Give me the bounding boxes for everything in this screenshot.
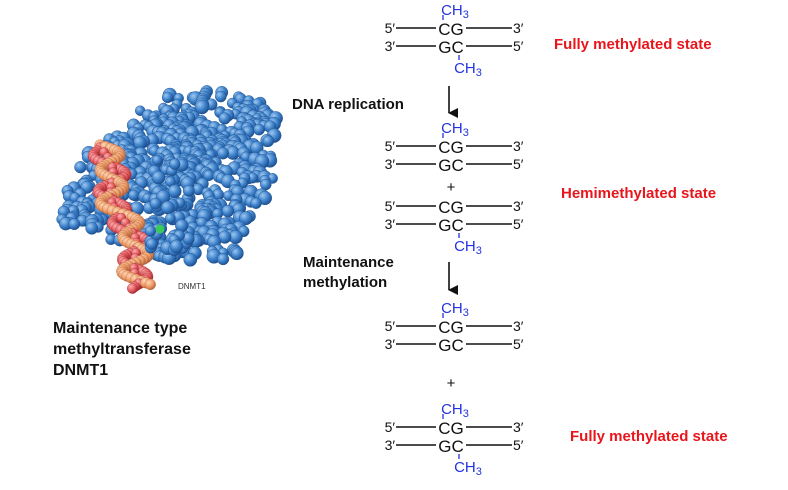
end-label-5prime-top: 5′ (385, 419, 396, 435)
cg-pair-label: CG (438, 419, 464, 438)
methyl-group-top: CH3 (441, 401, 469, 420)
methyl-group-bottom: CH3 (454, 238, 482, 257)
end-label-5prime-top: 5′ (385, 318, 396, 334)
step-label-maintenance-line1: Maintenance (303, 254, 394, 271)
end-label-3prime-bottom: 3′ (385, 336, 396, 352)
end-label-5prime-bottom: 5′ (513, 437, 524, 453)
structure-name-label: DNMT1 (178, 282, 206, 291)
methyl-group-bottom: CH3 (454, 459, 482, 478)
zinc-ion (155, 224, 165, 234)
cg-pair-label: CG (438, 198, 464, 217)
end-label-5prime-top: 5′ (385, 198, 396, 214)
cg-pair-label: CG (438, 318, 464, 337)
enzyme-caption-line1: Maintenance type (53, 320, 188, 337)
enzyme-caption-line3: DNMT1 (53, 362, 109, 379)
end-label-5prime-bottom: 5′ (513, 38, 524, 54)
end-label-5prime-bottom: 5′ (513, 156, 524, 172)
end-label-3prime-bottom: 3′ (385, 156, 396, 172)
end-label-3prime-bottom: 3′ (385, 437, 396, 453)
end-label-3prime-bottom: 3′ (385, 216, 396, 232)
gc-pair-label: GC (438, 216, 464, 235)
end-label-5prime-bottom: 5′ (513, 336, 524, 352)
methyl-group-bottom: CH3 (454, 60, 482, 79)
plus-sign-2: + (447, 375, 456, 392)
end-label-5prime-top: 5′ (385, 138, 396, 154)
end-label-3prime-top: 3′ (513, 198, 524, 214)
dnmt1-structure-image (56, 85, 283, 294)
end-label-3prime-top: 3′ (513, 318, 524, 334)
state-label-bottom: Fully methylated state (570, 428, 728, 445)
cg-pair-label: CG (438, 20, 464, 39)
step-label-maintenance: Maintenance methylation (303, 253, 394, 293)
step-label-replication: DNA replication (292, 96, 404, 113)
plus-sign-1: + (447, 179, 456, 196)
end-label-3prime-top: 3′ (513, 20, 524, 36)
end-label-3prime-top: 3′ (513, 419, 524, 435)
gc-pair-label: GC (438, 156, 464, 175)
protein-front (144, 154, 195, 257)
end-label-5prime-top: 5′ (385, 20, 396, 36)
step-label-maintenance-line2: methylation (303, 274, 388, 291)
methyl-group-top: CH3 (441, 120, 469, 139)
methyl-group-top: CH3 (441, 300, 469, 319)
gc-pair-label: GC (438, 38, 464, 57)
state-label-top: Fully methylated state (554, 36, 712, 53)
gc-pair-label: GC (438, 336, 464, 355)
methyl-group-top: CH3 (441, 2, 469, 21)
dna-duplex-diagrams: 5′3′3′5′CGGCCH3CH35′3′3′5′CGGCCH35′3′3′5… (385, 2, 524, 478)
dna-helix (87, 139, 156, 294)
end-label-5prime-bottom: 5′ (513, 216, 524, 232)
gc-pair-label: GC (438, 437, 464, 456)
end-label-3prime-bottom: 3′ (385, 38, 396, 54)
end-label-3prime-top: 3′ (513, 138, 524, 154)
state-label-middle: Hemimethylated state (561, 185, 717, 202)
enzyme-caption: Maintenance type methyltransferase DNMT1 (53, 318, 253, 381)
enzyme-caption-line2: methyltransferase (53, 341, 191, 358)
cg-pair-label: CG (438, 138, 464, 157)
